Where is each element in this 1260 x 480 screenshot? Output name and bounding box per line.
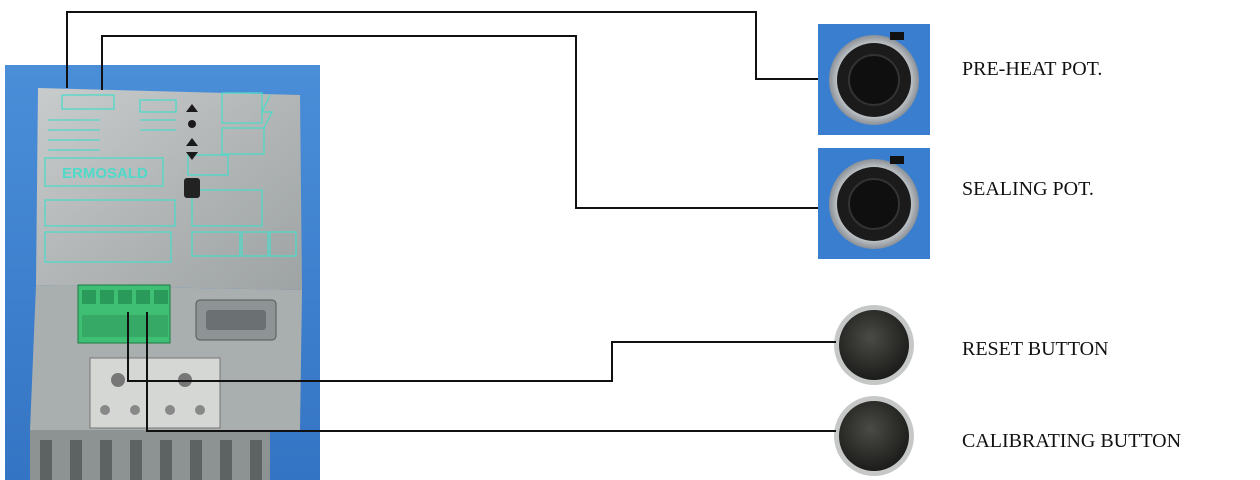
wire-sealing (101, 35, 818, 209)
preheat-pot-label: PRE-HEAT POT. (962, 58, 1103, 80)
reset-button-label: RESET BUTTON (962, 338, 1109, 360)
reset-button-image (834, 305, 914, 385)
wire-reset (127, 312, 836, 382)
controller-case (36, 88, 302, 290)
panel-printing (44, 92, 297, 263)
indicator-leds (186, 104, 198, 160)
controller-photo: ERMOSALD (5, 65, 320, 480)
wire-preheat (66, 11, 818, 88)
sealing-pot-image (818, 148, 930, 259)
power-terminals (89, 357, 221, 429)
sealing-pot-label: SEALING POT. (962, 178, 1094, 200)
wires (66, 11, 836, 432)
heatsink (30, 430, 270, 480)
display-window (184, 178, 200, 198)
brand-text: ERMOSALD (62, 165, 148, 182)
calibrating-button-image (834, 396, 914, 476)
wire-calibrating (146, 312, 836, 432)
preheat-pot-image (818, 24, 930, 135)
calibrating-button-label: CALIBRATING BUTTON (962, 430, 1182, 452)
terminal-block (77, 284, 171, 344)
